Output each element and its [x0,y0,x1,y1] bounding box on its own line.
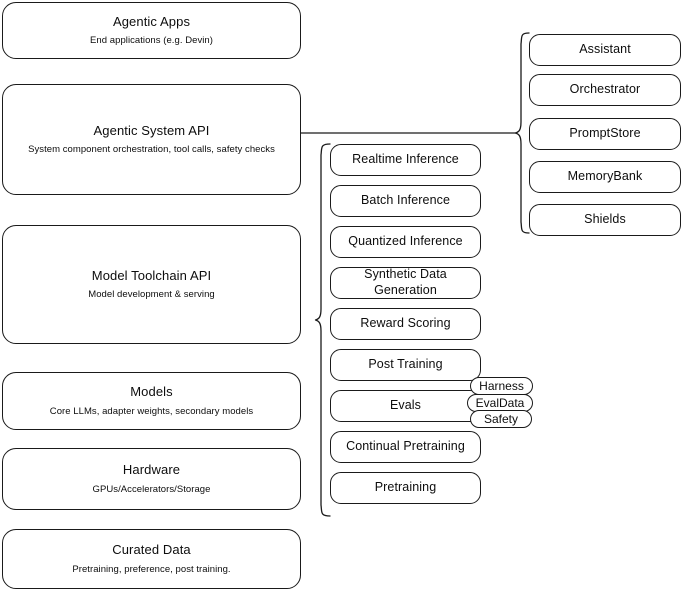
layer-agentic-system-api[interactable]: Agentic System API System component orch… [2,84,301,195]
brace-system-components [514,32,530,234]
chip-reward-scoring[interactable]: Reward Scoring [330,308,481,340]
chip-evals[interactable]: Evals [330,390,481,422]
chip-memorybank[interactable]: MemoryBank [529,161,681,193]
chip-label: Continual Pretraining [346,439,465,454]
chip-assistant[interactable]: Assistant [529,34,681,66]
chip-quantized-inference[interactable]: Quantized Inference [330,226,481,258]
layer-agentic-apps[interactable]: Agentic Apps End applications (e.g. Devi… [2,2,301,59]
layer-title: Curated Data [112,542,191,558]
layer-subtitle: Model development & serving [88,289,215,301]
chip-shields[interactable]: Shields [529,204,681,236]
chip-label: Quantized Inference [348,234,463,249]
chip-promptstore[interactable]: PromptStore [529,118,681,150]
layer-title: Agentic System API [93,122,210,138]
chip-label: Orchestrator [569,82,641,97]
chip-label: Synthetic Data Generation [364,267,447,297]
pill-label: Safety [483,412,519,426]
chip-label: Assistant [579,42,631,57]
chip-label: Post Training [368,357,443,372]
chip-label: Evals [389,398,422,413]
chip-synthetic-data-generation[interactable]: Synthetic Data Generation [330,267,481,299]
layer-subtitle: System component orchestration, tool cal… [28,144,275,156]
chip-label: Realtime Inference [352,152,459,167]
layer-title: Model Toolchain API [91,267,212,283]
brace-toolchain-components [314,143,331,517]
chip-post-training[interactable]: Post Training [330,349,481,381]
layer-title: Hardware [122,462,181,478]
chip-batch-inference[interactable]: Batch Inference [330,185,481,217]
layer-subtitle: Pretraining, preference, post training. [72,563,231,575]
chip-realtime-inference[interactable]: Realtime Inference [330,144,481,176]
chip-label: Shields [584,212,626,227]
layer-subtitle: GPUs/Accelerators/Storage [92,483,211,495]
pill-label: Harness [479,379,524,393]
layer-hardware[interactable]: Hardware GPUs/Accelerators/Storage [2,448,301,510]
chip-label: PromptStore [569,126,641,141]
pill-harness[interactable]: Harness [470,377,533,395]
chip-label: MemoryBank [567,169,643,184]
layer-curated-data[interactable]: Curated Data Pretraining, preference, po… [2,529,301,589]
chip-pretraining[interactable]: Pretraining [330,472,481,504]
chip-orchestrator[interactable]: Orchestrator [529,74,681,106]
chip-label: Pretraining [374,480,437,495]
chip-label: Batch Inference [360,193,451,208]
layer-model-toolchain-api[interactable]: Model Toolchain API Model development & … [2,225,301,344]
layer-title: Models [130,384,173,400]
layer-title: Agentic Apps [112,13,191,29]
pill-label: EvalData [475,396,525,410]
layer-subtitle: End applications (e.g. Devin) [90,35,213,47]
layer-models[interactable]: Models Core LLMs, adapter weights, secon… [2,372,301,430]
chip-continual-pretraining[interactable]: Continual Pretraining [330,431,481,463]
chip-label: Reward Scoring [360,316,451,331]
layer-subtitle: Core LLMs, adapter weights, secondary mo… [49,405,254,417]
pill-safety[interactable]: Safety [470,410,532,428]
